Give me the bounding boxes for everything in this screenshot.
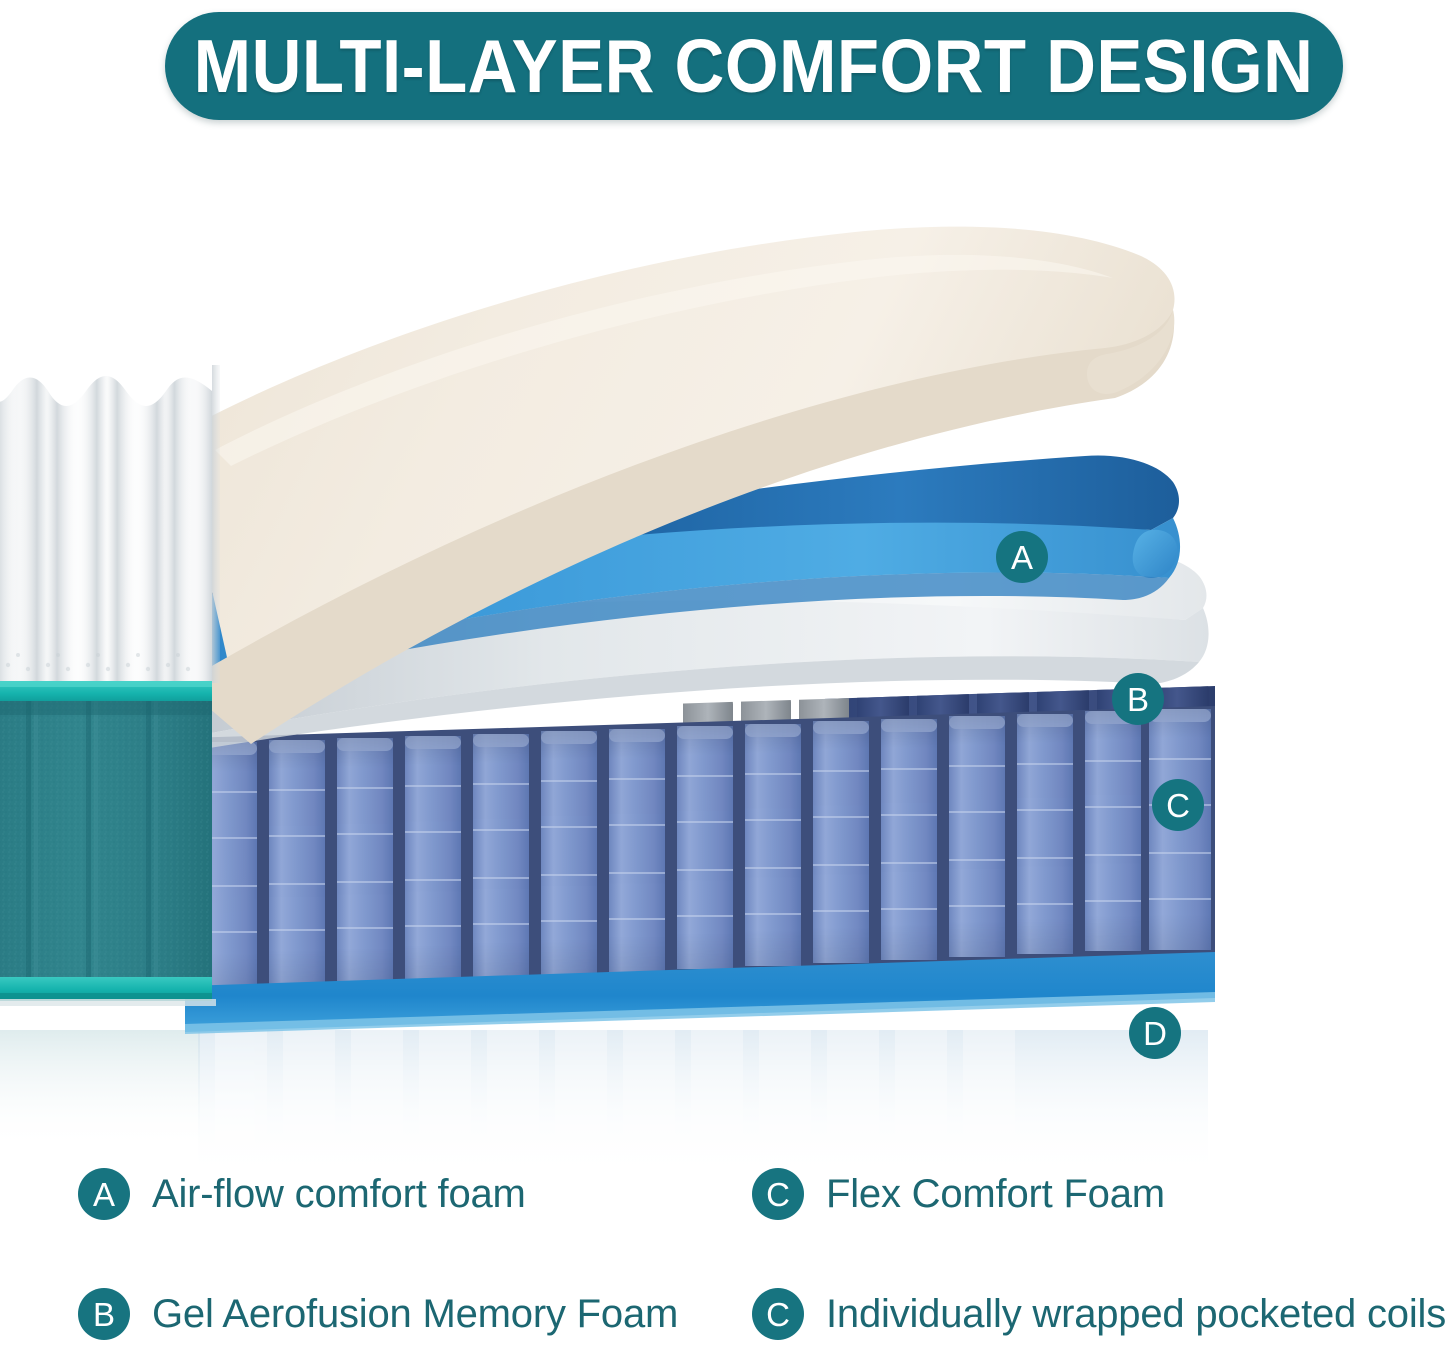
mattress-layer-illustration: A B C D bbox=[0, 150, 1445, 1180]
callout-badge-c[interactable]: C bbox=[1152, 779, 1204, 831]
legend-label-gel-memory-foam: Gel Aerofusion Memory Foam bbox=[152, 1292, 679, 1336]
legend-item-pocketed-coils: C Individually wrapped pocketed coils bbox=[752, 1286, 1445, 1342]
legend-item-gel-memory-foam: B Gel Aerofusion Memory Foam bbox=[78, 1286, 678, 1342]
legend-badge-a: A bbox=[78, 1168, 130, 1220]
legend-badge-b: B bbox=[78, 1288, 130, 1340]
legend-item-flex-comfort-foam: C Flex Comfort Foam bbox=[752, 1166, 1165, 1222]
page-title: MULTI-LAYER COMFORT DESIGN bbox=[194, 23, 1314, 108]
mattress-cover-body bbox=[0, 365, 220, 1065]
legend-item-airflow-comfort-foam: A Air-flow comfort foam bbox=[78, 1166, 526, 1222]
callout-badge-b[interactable]: B bbox=[1112, 673, 1164, 725]
legend-badge-d: C bbox=[752, 1288, 804, 1340]
header-banner: MULTI-LAYER COMFORT DESIGN bbox=[165, 12, 1343, 120]
legend-label-pocketed-coils: Individually wrapped pocketed coils bbox=[826, 1292, 1445, 1336]
callout-badge-d[interactable]: D bbox=[1129, 1007, 1181, 1059]
legend-label-airflow-comfort-foam: Air-flow comfort foam bbox=[152, 1172, 526, 1216]
legend-label-flex-comfort-foam: Flex Comfort Foam bbox=[826, 1172, 1165, 1216]
layer-pocketed-coils bbox=[185, 680, 1215, 1060]
layer-airflow-comfort-foam bbox=[155, 198, 1185, 798]
legend: A Air-flow comfort foam B Gel Aerofusion… bbox=[0, 1150, 1445, 1348]
callout-badge-a[interactable]: A bbox=[996, 531, 1048, 583]
legend-badge-c: C bbox=[752, 1168, 804, 1220]
